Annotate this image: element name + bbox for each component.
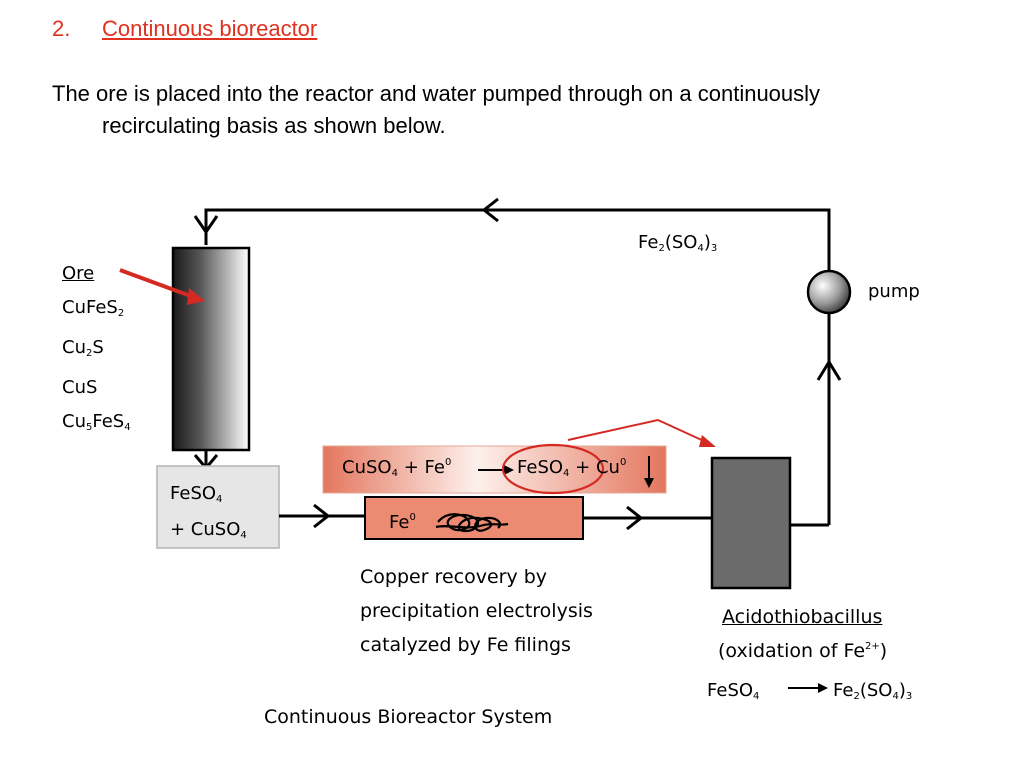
copper-recovery-caption: Copper recovery by precipitation electro… [360,566,593,656]
ore-pointer-arrow-head [187,288,205,305]
copper-tank-outlet-arrow-head [626,505,644,531]
reaction-left-label: CuSO4 + Fe0 [342,457,452,479]
feso4-pointer-arrow-head [699,435,716,447]
intro-line-2: recirculating basis as shown below. [102,113,446,138]
mineral-covellite: CuS [62,377,98,398]
section-heading: 2. Continuous bioreactor [52,16,317,42]
recycle-stream-label: Fe2(SO4)3 [638,232,718,254]
pump-icon [806,269,852,315]
reaction-bar [322,445,667,494]
section-number: 2. [52,16,71,41]
precipitate-arrow-head [644,478,654,488]
recycle-arrow-head [481,197,499,223]
system-caption: Continuous Bioreactor System [264,706,553,728]
bioreactor-tank [710,456,792,590]
feso4-pointer-arrow [567,418,707,443]
iron-filings-label: Fe0 [389,512,416,533]
feso4-highlight-ellipse [501,443,605,495]
outflow-arrow-head [313,503,331,529]
intro-line-1: The ore is placed into the reactor and w… [52,81,821,106]
pump-label: pump [868,281,920,302]
ore-column [171,246,251,452]
bio-equation-arrow-head [818,683,828,693]
pump-up-arrow-head [816,359,842,381]
iron-filings [435,513,509,533]
section-title: Continuous bioreactor [102,16,318,41]
recycle-pipe [204,208,831,525]
bio-equation-reactant: FeSO4 [707,680,760,702]
ore-pointer-arrow [119,268,197,300]
reaction-right-label: FeSO4 + Cu0 [517,457,627,479]
mineral-bornite: Cu [62,411,86,432]
outflow-label: FeSO4 + CuSO4 [170,483,247,541]
outflow-box [156,465,280,549]
ore-mineral-list: Ore CuFeS2 Cu2S CuS Cu5FeS4 [62,263,131,433]
intro-paragraph: The ore is placed into the reactor and w… [52,78,820,142]
bio-equation-product: Fe2(SO4)3 [833,680,913,702]
bioreactor-oxidation-label: (oxidation of Fe2+) [718,640,888,662]
bioreactor-organism-name: Acidothiobacillus [722,606,883,628]
mineral-chalcopyrite: CuFeS [62,297,118,318]
copper-tank [364,496,584,540]
reaction-arrow-head [504,465,514,475]
ore-label: Ore [62,263,95,284]
column-inlet-arrow-head [193,215,219,235]
mineral-chalcocite: Cu [62,337,86,358]
